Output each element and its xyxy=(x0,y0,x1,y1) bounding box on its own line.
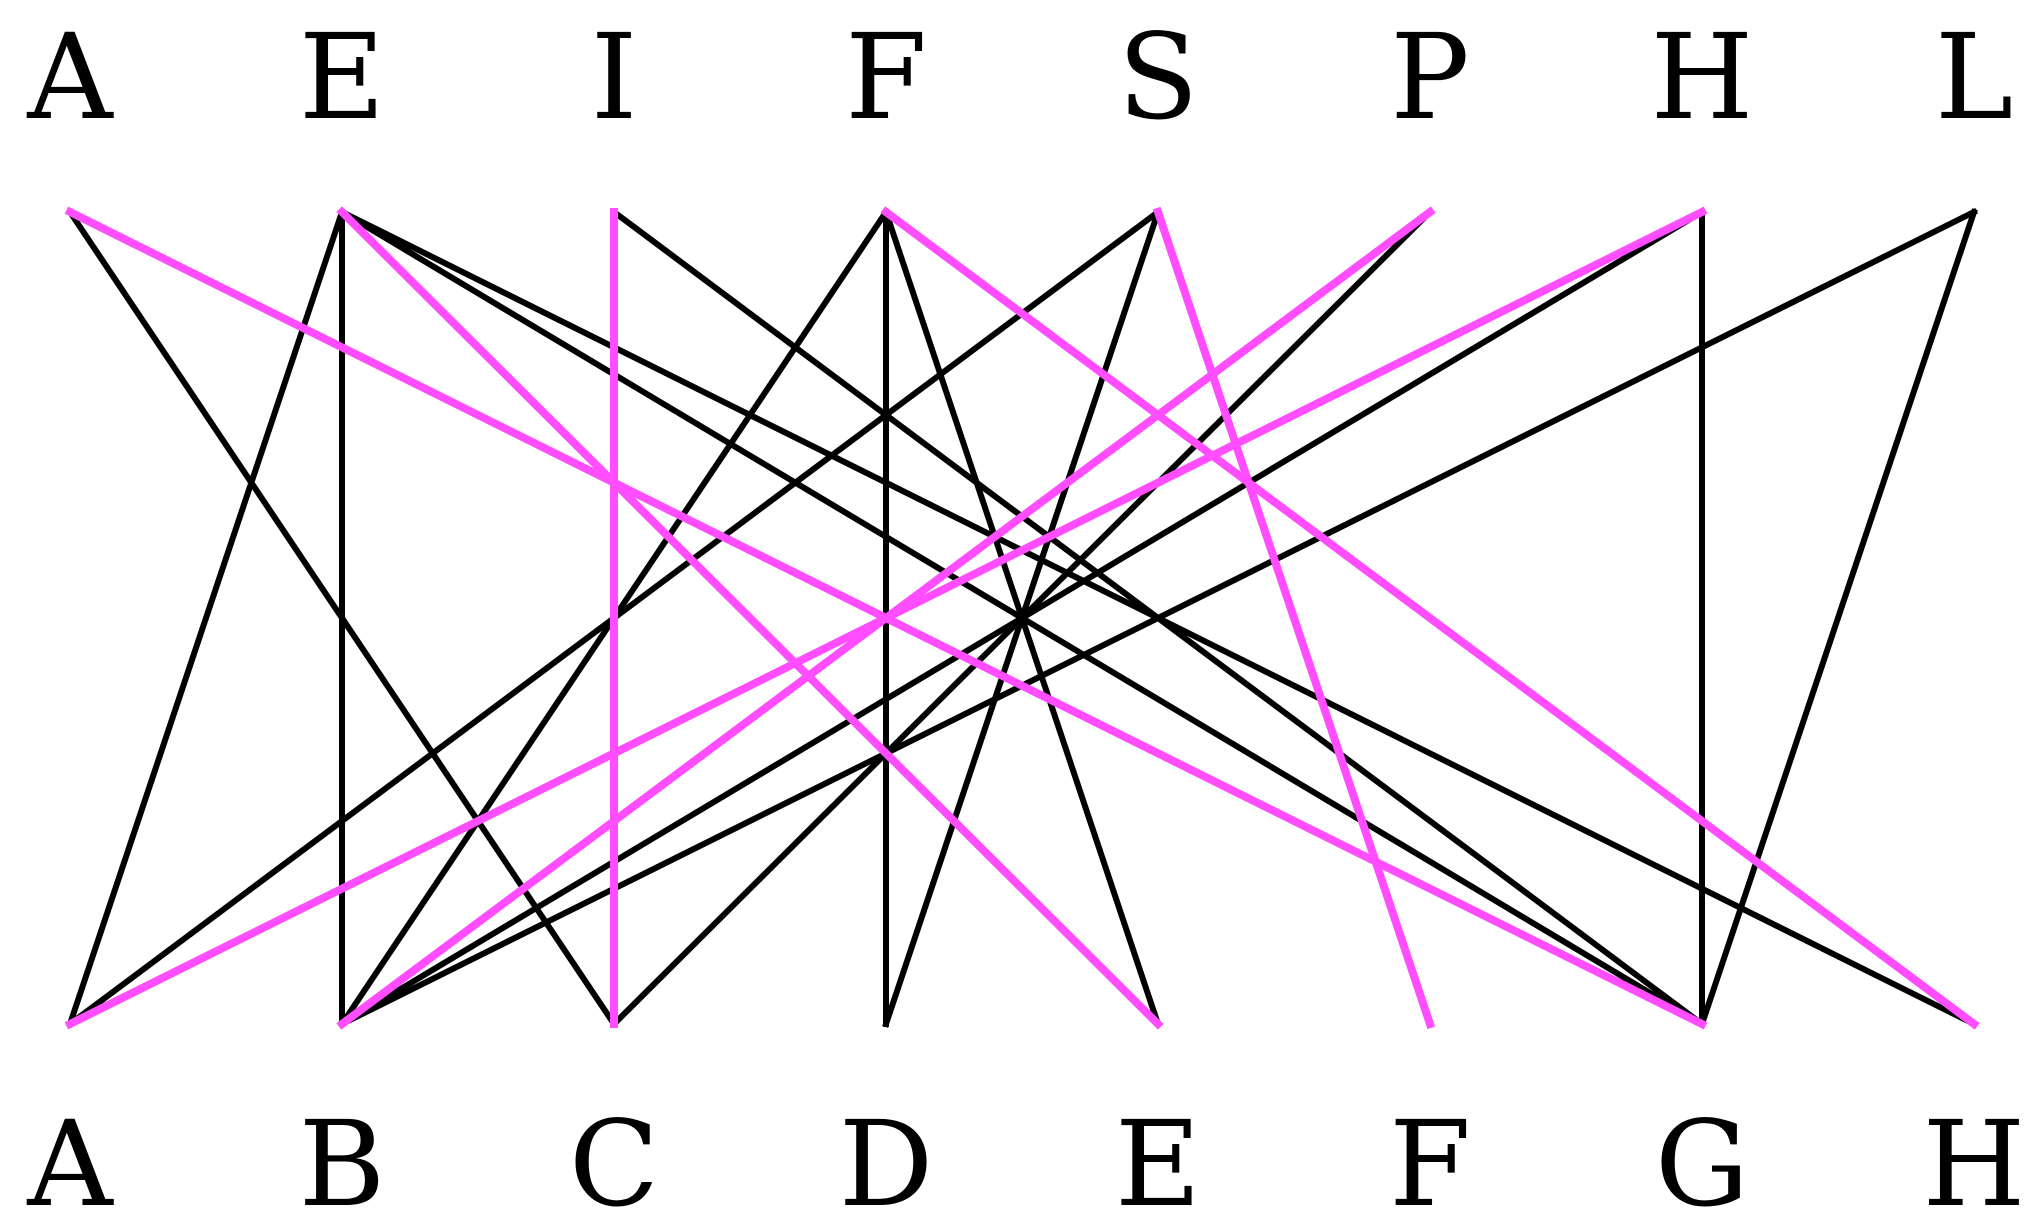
highlighted-edge xyxy=(64,206,1708,1030)
bottom-node-label: B xyxy=(299,1095,386,1224)
edges-layer xyxy=(64,206,1980,1030)
top-node-label: H xyxy=(1651,8,1754,146)
bottom-node-label: D xyxy=(839,1095,934,1224)
top-node-label: S xyxy=(1118,8,1199,146)
top-node-label: E xyxy=(299,8,385,146)
top-node-label: F xyxy=(845,8,927,146)
top-node-label: A xyxy=(26,8,114,146)
highlighted-edge xyxy=(880,206,1980,1030)
highlighted-edge xyxy=(336,206,1164,1030)
bottom-node-label: G xyxy=(1655,1095,1749,1224)
highlighted-edge xyxy=(1152,206,1436,1030)
edge xyxy=(337,207,1707,1029)
edge xyxy=(1698,208,1978,1028)
edge xyxy=(66,208,346,1028)
top-node-label: L xyxy=(1935,8,2013,146)
labels-layer: A E I F S P H L A B C D E F G H xyxy=(26,8,2025,1224)
bottom-node-label: E xyxy=(1115,1095,1201,1224)
bottom-node-label: F xyxy=(1389,1095,1471,1224)
bottom-node-label: C xyxy=(569,1095,659,1224)
top-node-label: I xyxy=(591,8,638,146)
top-node-label: P xyxy=(1390,8,1469,146)
bottom-node-label: H xyxy=(1923,1095,2026,1224)
bottom-node-label: A xyxy=(26,1095,114,1224)
